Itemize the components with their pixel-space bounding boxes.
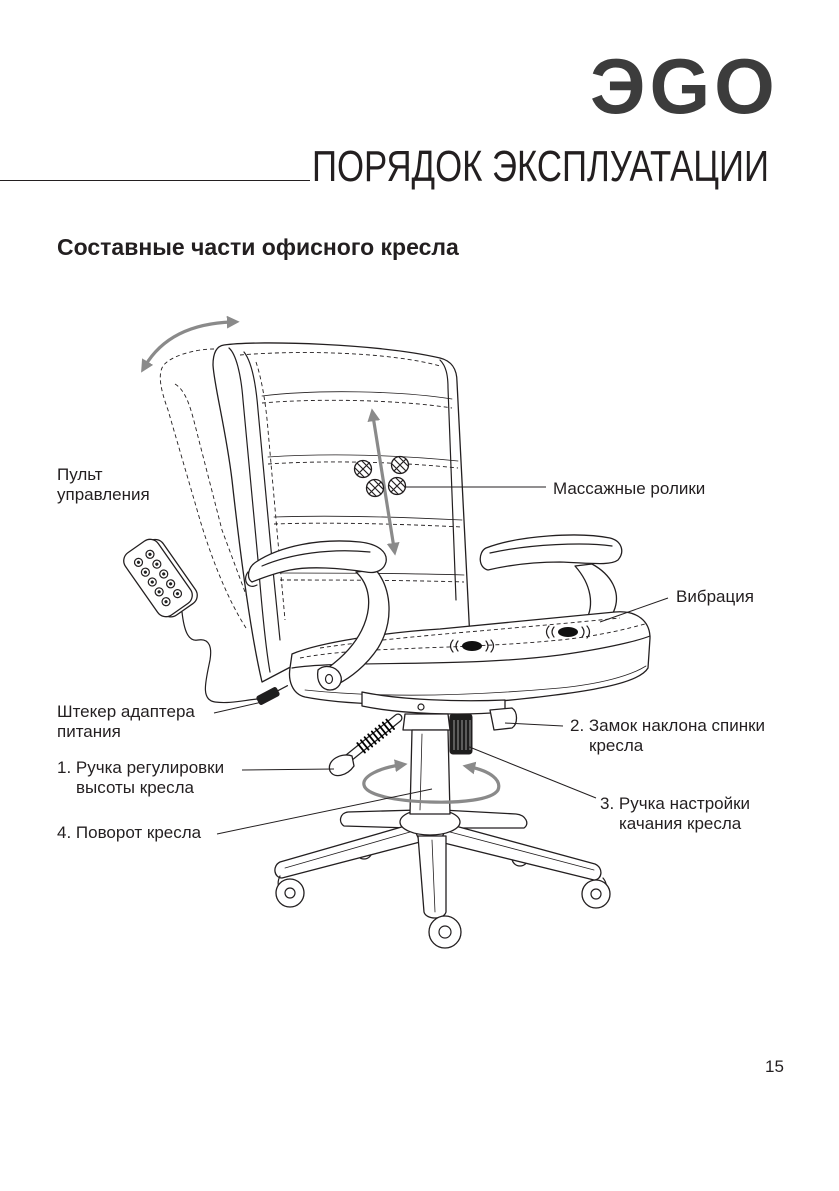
remote-buttons — [133, 549, 183, 607]
massage-roller-icon — [353, 459, 373, 479]
section-heading: Составные части офисного кресла — [57, 234, 459, 260]
label-height-lever: 1. Ручка регулировки высоты кресла — [57, 758, 224, 798]
swivel-arrow-icon — [362, 759, 501, 804]
title-rule — [0, 180, 310, 182]
label-vibration: Вибрация — [676, 587, 754, 607]
rocking-tension-knob — [449, 713, 473, 755]
label-line: качания кресла — [619, 814, 742, 833]
backrest-tilt-arrow-icon — [141, 315, 240, 373]
label-line: 2. Замок наклона спинки — [570, 716, 766, 735]
leader-swivel — [216, 788, 433, 835]
chair-base — [274, 808, 602, 919]
leader-height-lever — [241, 768, 335, 771]
front-casters — [275, 875, 611, 949]
tilt-lock-lever — [489, 707, 518, 731]
massage-rollers — [353, 455, 410, 498]
label-line: Массажные ролики — [553, 479, 706, 498]
right-armrest — [479, 534, 623, 625]
label-line: Вибрация — [676, 587, 754, 606]
leader-lines — [213, 486, 669, 835]
label-line: Пульт — [57, 465, 103, 484]
leader-tilt-lock — [504, 722, 564, 727]
massage-travel-arrow-icon — [367, 408, 400, 556]
massage-roller-icon — [390, 455, 410, 475]
page-title: ПОРЯДОК ЭКСПЛУАТАЦИИ — [312, 142, 769, 191]
left-armrest — [245, 540, 390, 691]
massage-roller-icon — [387, 476, 407, 496]
seat-mechanism — [361, 691, 506, 731]
label-swivel: 4. Поворот кресла — [57, 823, 201, 843]
label-line: кресла — [589, 736, 644, 755]
label-line: питания — [57, 722, 121, 741]
label-line: Штекер адаптера — [57, 702, 195, 721]
page-number: 15 — [765, 1057, 784, 1076]
brand-logo: ЭGO — [590, 42, 779, 130]
remote-cable — [181, 611, 259, 704]
label-line: управления — [57, 485, 150, 504]
label-line: 4. Поворот кресла — [57, 823, 202, 842]
remote-control-icon — [123, 538, 198, 618]
label-line: 1. Ручка регулировки — [57, 758, 225, 777]
label-backrest-tilt-lock: 2. Замок наклона спинки кресла — [570, 716, 765, 756]
label-power-plug: Штекер адаптера питания — [57, 702, 195, 742]
label-massage-rollers: Массажные ролики — [553, 479, 705, 499]
vibration-icon — [449, 639, 495, 653]
massage-roller-icon — [365, 478, 385, 498]
label-line: высоты кресла — [76, 778, 194, 797]
label-rocking-knob: 3. Ручка настройки качания кресла — [600, 794, 750, 834]
leader-vibration — [599, 597, 669, 623]
leader-rocking-knob — [466, 745, 597, 799]
leader-power-plug — [213, 701, 263, 714]
label-remote-control: Пульт управления — [57, 465, 150, 505]
power-plug-icon — [256, 685, 289, 705]
height-adjust-lever — [328, 713, 403, 777]
vibration-icon — [545, 625, 591, 639]
label-line: 3. Ручка настройки — [600, 794, 751, 813]
